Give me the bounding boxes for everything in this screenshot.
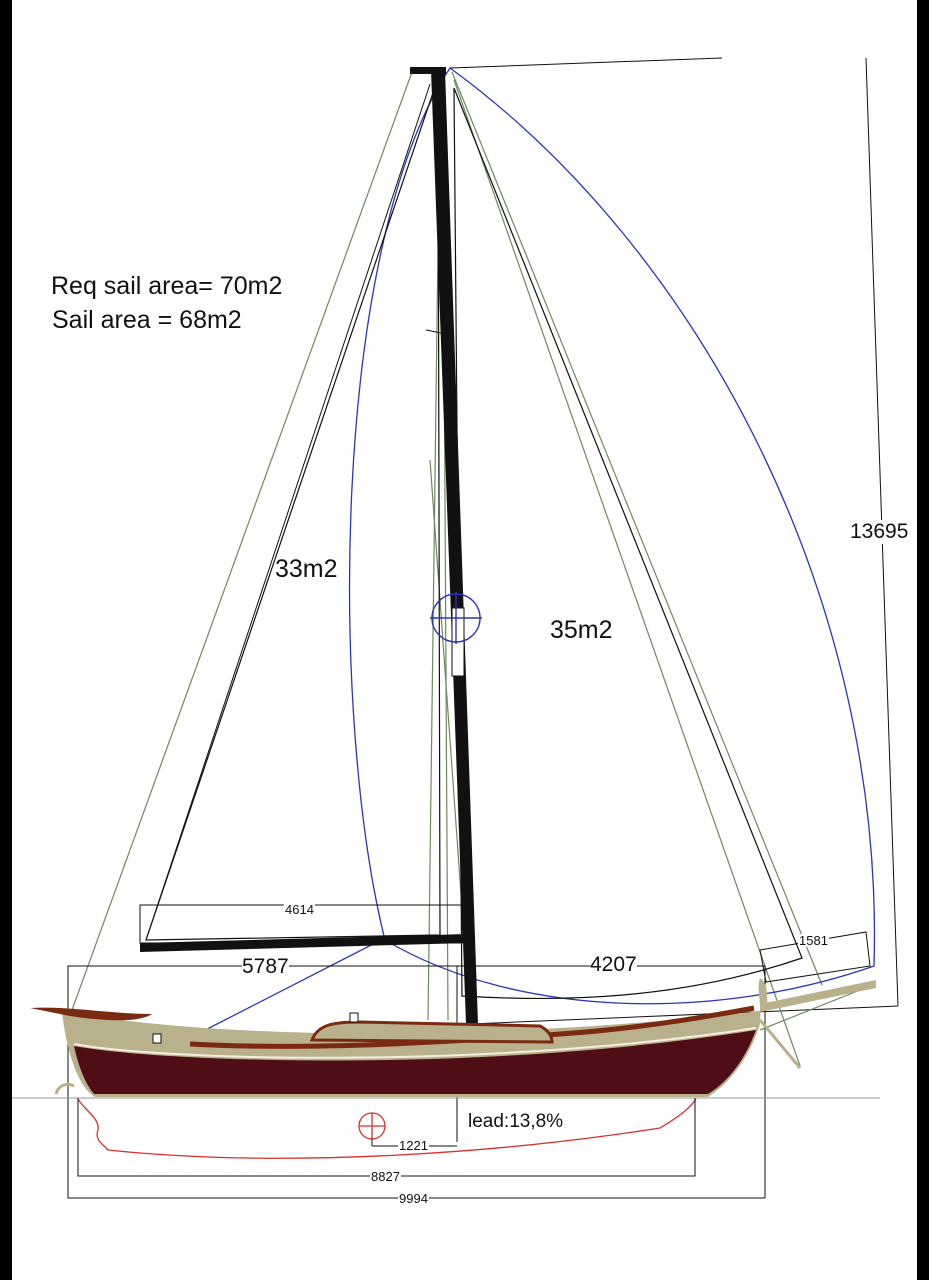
mast-height-label: 13695 bbox=[850, 520, 909, 544]
height-dimension-bottom bbox=[469, 1005, 899, 1025]
spreader-left bbox=[425, 329, 447, 335]
bobstay bbox=[758, 1019, 802, 1069]
center-of-lateral-resistance-marker bbox=[358, 1112, 386, 1140]
mainsail-outline bbox=[145, 77, 441, 941]
height-dimension-top bbox=[449, 57, 723, 69]
rudder-fitting bbox=[54, 1082, 75, 1095]
boom-length-label: 4614 bbox=[284, 902, 315, 917]
hull-body bbox=[74, 1030, 756, 1094]
spinnaker-sail bbox=[348, 67, 876, 1005]
sailplan-drawing bbox=[12, 57, 899, 1199]
mainsail-luff-double bbox=[145, 83, 431, 941]
stern-winch bbox=[152, 1033, 162, 1044]
hull-sheer-stripe bbox=[73, 1027, 757, 1059]
fore-triangle-fwd-label: 4207 bbox=[590, 953, 637, 977]
ballast-offset-label: 1221 bbox=[398, 1138, 429, 1153]
masthead bbox=[410, 67, 446, 74]
center-of-effort-marker bbox=[430, 592, 482, 644]
spinnaker-pole bbox=[177, 937, 386, 1045]
drawing-sheet: Req sail area= 70m2 Sail area = 68m2 33m… bbox=[12, 0, 917, 1280]
jib-area-label: 35m2 bbox=[550, 616, 613, 644]
jib-outline bbox=[453, 87, 803, 1000]
lead-ratio-label: lead:13,8% bbox=[468, 1111, 564, 1132]
waterline-length-box bbox=[77, 1098, 696, 1177]
bowsprit-length-label: 1581 bbox=[798, 933, 829, 948]
length-overall-label: 9994 bbox=[398, 1191, 429, 1206]
underwater-profile bbox=[77, 1098, 697, 1159]
mainsail-area-label: 33m2 bbox=[275, 555, 338, 583]
cabin-winch bbox=[349, 1012, 359, 1023]
required-sail-area-note: Req sail area= 70m2 bbox=[51, 272, 283, 300]
fore-triangle-aft-label: 5787 bbox=[242, 955, 289, 979]
stern-tiller bbox=[30, 1007, 152, 1021]
bowsprit bbox=[760, 980, 876, 1012]
waterline-length-label: 8827 bbox=[370, 1169, 401, 1184]
mast bbox=[431, 70, 478, 1024]
sail-area-note: Sail area = 68m2 bbox=[52, 306, 242, 334]
cabin-house bbox=[309, 1020, 554, 1044]
bowsprit-dimension-box bbox=[759, 931, 871, 983]
